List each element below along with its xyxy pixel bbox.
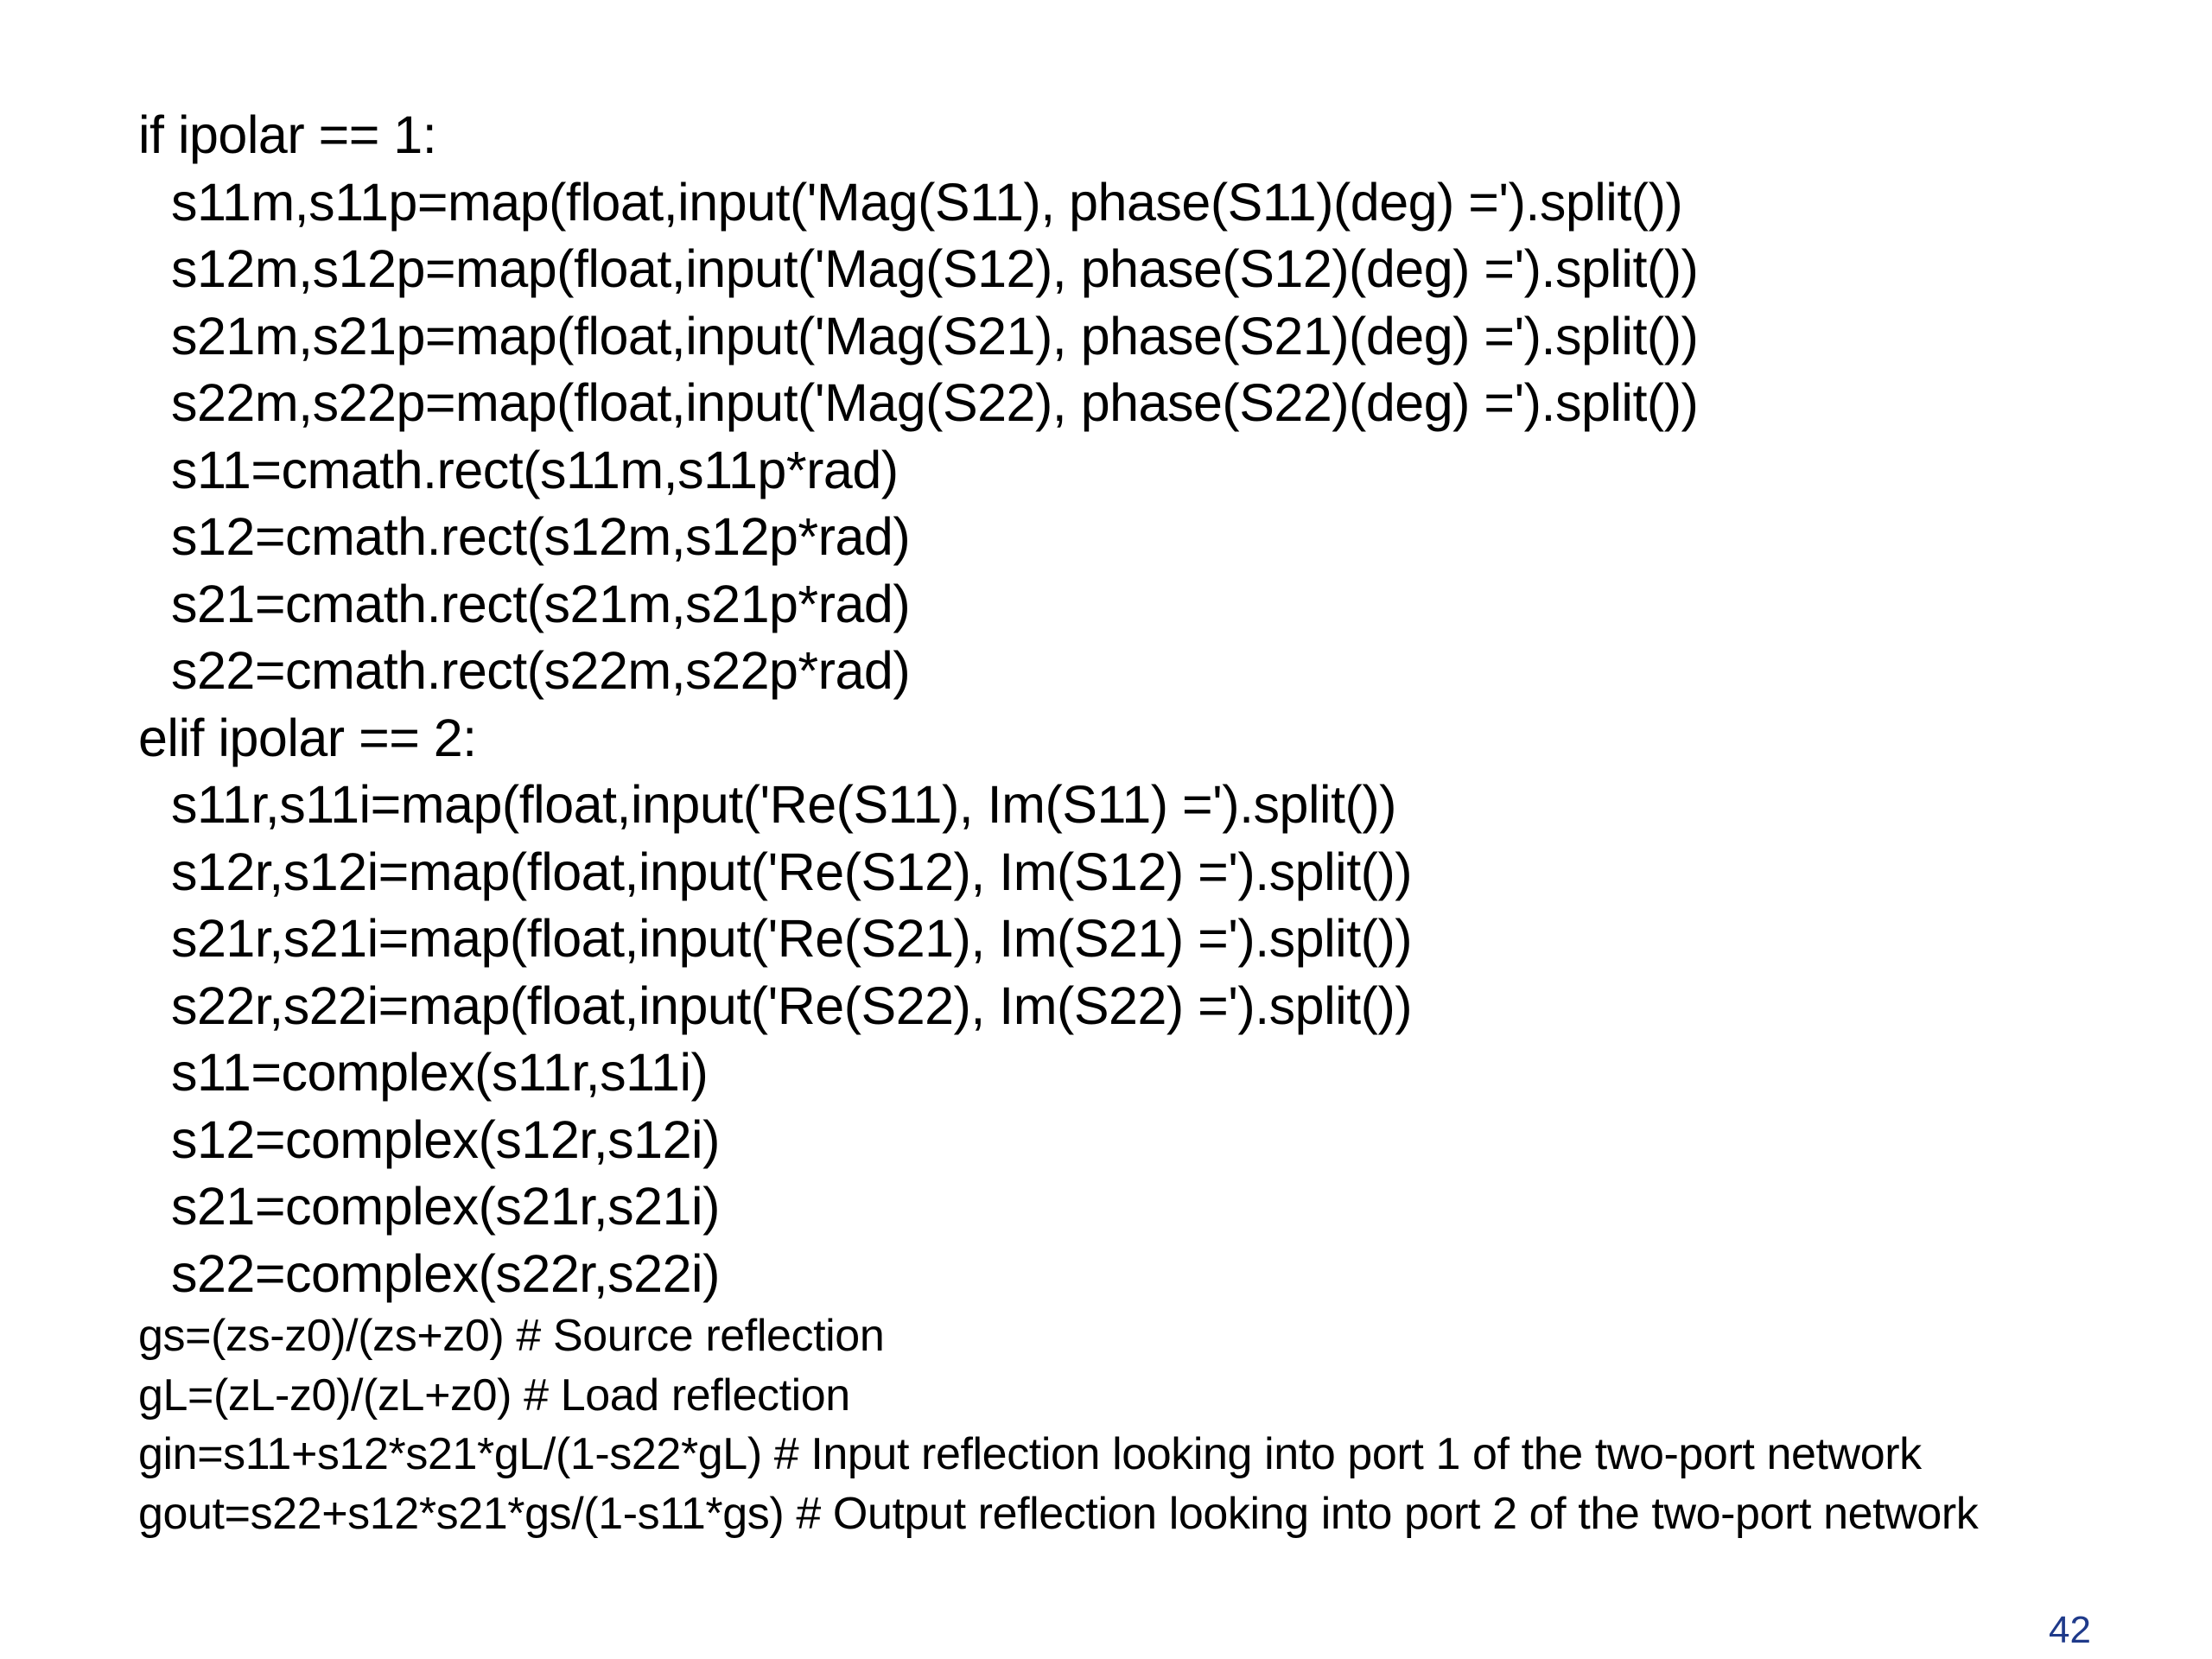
code-block: if ipolar == 1: s11m,s11p=map(float,input… [138, 102, 1699, 1307]
code-line: s11=cmath.rect(s11m,s11p*rad) [171, 440, 899, 499]
reflection-code-line: gout=s22+s12*s21*gs/(1-s11*gs) # Output … [138, 1488, 1979, 1539]
code-line: s22r,s22i=map(float,input('Re(S22), Im(S… [171, 976, 1413, 1035]
code-line: s21m,s21p=map(float,input('Mag(S21), pha… [171, 306, 1699, 365]
code-line: s21=cmath.rect(s21m,s21p*rad) [171, 574, 911, 633]
code-line: s21r,s21i=map(float,input('Re(S21), Im(S… [171, 909, 1413, 968]
page-number: 42 [2049, 1609, 2091, 1651]
code-line: s22m,s22p=map(float,input('Mag(S22), pha… [171, 373, 1699, 432]
reflection-code-line: gL=(zL-z0)/(zL+z0) # Load reflection [138, 1370, 850, 1421]
reflection-code-line: gin=s11+s12*s21*gL/(1-s22*gL) # Input re… [138, 1429, 1922, 1479]
code-line: s12r,s12i=map(float,input('Re(S12), Im(S… [171, 842, 1413, 901]
code-line: s11m,s11p=map(float,input('Mag(S11), pha… [171, 172, 1683, 232]
code-line: s21=complex(s21r,s21i) [171, 1177, 720, 1236]
code-line: s12m,s12p=map(float,input('Mag(S12), pha… [171, 239, 1699, 298]
code-line: if ipolar == 1: [138, 105, 437, 164]
reflection-code-block: gs=(zs-z0)/(zs+z0) # Source reflection gL… [138, 1306, 1979, 1543]
code-line: s12=complex(s12r,s12i) [171, 1109, 720, 1169]
code-line: s11=complex(s11r,s11i) [171, 1043, 709, 1102]
code-line: s22=cmath.rect(s22m,s22p*rad) [171, 641, 911, 700]
reflection-code-line: gs=(zs-z0)/(zs+z0) # Source reflection [138, 1311, 885, 1361]
code-line: s11r,s11i=map(float,input('Re(S11), Im(S… [171, 775, 1396, 834]
code-line: s22=complex(s22r,s22i) [171, 1243, 720, 1303]
code-line: s12=cmath.rect(s12m,s12p*rad) [171, 507, 911, 566]
code-line: elif ipolar == 2: [138, 708, 477, 767]
